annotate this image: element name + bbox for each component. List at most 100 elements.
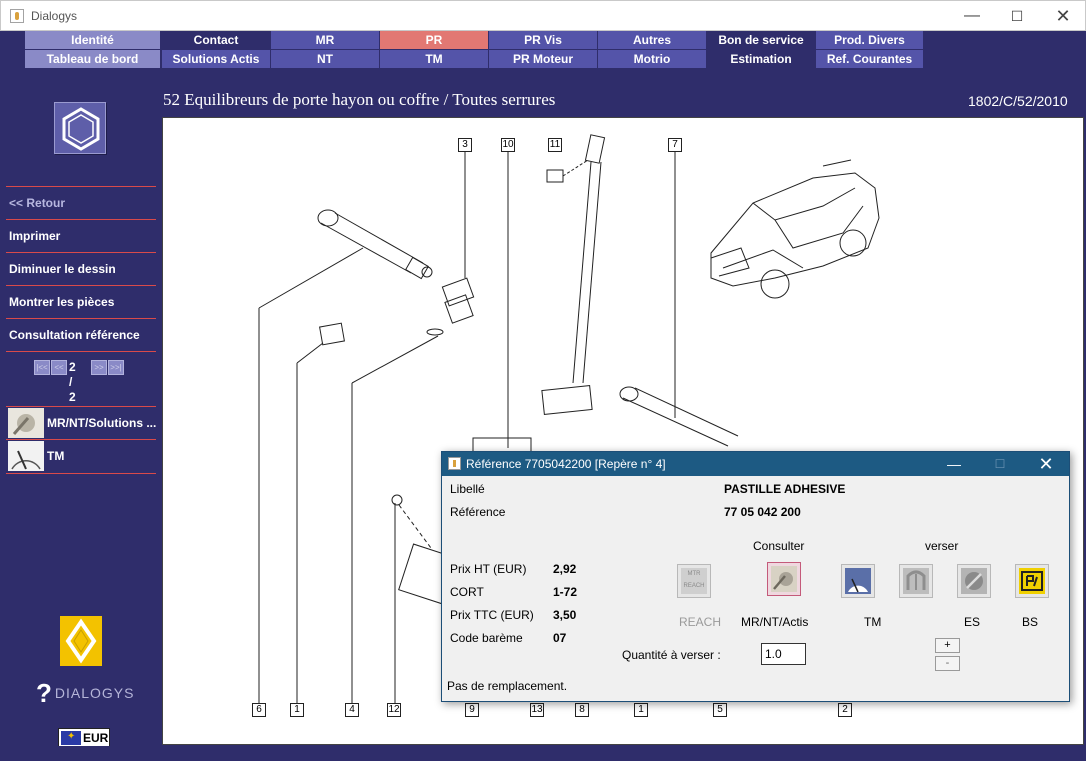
price-ttc-label: Prix TTC (EUR) xyxy=(450,608,534,622)
tools-icon xyxy=(961,568,987,594)
nav-pr-vis[interactable]: PR Vis xyxy=(489,31,597,49)
nav-mr[interactable]: MR xyxy=(271,31,379,49)
menu-divider xyxy=(6,473,156,474)
module-label: MR/NT/Solutions ... xyxy=(47,416,157,430)
mechanic-icon xyxy=(771,566,797,592)
cort-value: 1-72 xyxy=(553,585,578,599)
minimize-icon[interactable]: — xyxy=(947,456,961,472)
module-mr-nt-solutions[interactable]: MR/NT/Solutions ... xyxy=(7,407,156,439)
hex-bolt-logo-icon xyxy=(54,102,106,154)
bs-caption: BS xyxy=(1022,615,1039,629)
dialogys-brand: ?DIALOGYS xyxy=(36,678,135,708)
last-page-button[interactable]: >>| xyxy=(108,360,124,375)
callout-5[interactable]: 5 xyxy=(713,703,727,717)
menu-divider xyxy=(6,406,156,407)
quantity-increment-button[interactable]: + xyxy=(935,638,960,653)
reach-icon: MTR REACH xyxy=(681,568,707,594)
nav-pr[interactable]: PR xyxy=(380,31,488,49)
module-label: TM xyxy=(47,449,65,463)
nav-pr-moteur[interactable]: PR Moteur xyxy=(489,50,597,68)
mechanic-thumb-icon xyxy=(8,408,44,438)
nav-solutions-actis[interactable]: Solutions Actis xyxy=(162,50,270,68)
bs-logo-icon xyxy=(1019,568,1045,594)
callout-1b[interactable]: 1 xyxy=(634,703,648,717)
next-page-button[interactable]: >> xyxy=(91,360,107,375)
page-code: 1802/C/52/2010 xyxy=(968,93,1068,109)
callout-11[interactable]: 11 xyxy=(548,138,562,152)
nav-autres[interactable]: Autres xyxy=(598,31,706,49)
help-icon: ? xyxy=(36,678,53,708)
nav-prod-divers[interactable]: Prod. Divers xyxy=(816,31,923,49)
nav-tm[interactable]: TM xyxy=(380,50,488,68)
shrink-drawing-button[interactable]: Diminuer le dessin xyxy=(9,262,116,276)
module-tm[interactable]: TM xyxy=(7,440,156,472)
status-strip xyxy=(0,746,1086,761)
clock-gauge-icon xyxy=(845,568,871,594)
nav-identite[interactable]: Identité xyxy=(25,31,160,49)
menu-divider xyxy=(6,252,156,253)
first-page-button[interactable]: |<< xyxy=(34,360,50,375)
clock-gauge-icon xyxy=(8,441,44,471)
show-parts-button[interactable]: Montrer les pièces xyxy=(9,295,115,309)
mr-nt-actis-caption: MR/NT/Actis xyxy=(741,615,809,629)
maximize-icon[interactable]: ☐ xyxy=(1010,8,1024,24)
mr-nt-actis-button[interactable] xyxy=(767,562,801,596)
quantity-label: Quantité à verser : xyxy=(622,648,721,662)
nav-motrio[interactable]: Motrio xyxy=(598,50,706,68)
callout-9[interactable]: 9 xyxy=(465,703,479,717)
nav-bon-de-service[interactable]: Bon de service xyxy=(707,31,815,49)
callout-2[interactable]: 2 xyxy=(838,703,852,717)
callout-6[interactable]: 6 xyxy=(252,703,266,717)
close-icon[interactable]: ✕ xyxy=(1038,454,1054,474)
callout-4[interactable]: 4 xyxy=(345,703,359,717)
menu-divider xyxy=(6,219,156,220)
callout-8[interactable]: 8 xyxy=(575,703,589,717)
sidebar: << Retour Imprimer Diminuer le dessin Mo… xyxy=(0,72,160,761)
renault-logo-icon xyxy=(60,616,102,666)
menu-divider xyxy=(6,318,156,319)
close-icon[interactable]: ✕ xyxy=(1055,6,1071,26)
callout-13[interactable]: 13 xyxy=(530,703,544,717)
nav-contact[interactable]: Contact xyxy=(162,31,270,49)
nav-tableau-de-bord[interactable]: Tableau de bord xyxy=(25,50,160,68)
window-titlebar: Dialogys — ☐ ✕ xyxy=(0,0,1086,31)
price-ht-label: Prix HT (EUR) xyxy=(450,562,527,576)
callout-10[interactable]: 10 xyxy=(501,138,515,152)
callout-3[interactable]: 3 xyxy=(458,138,472,152)
nav-estimation[interactable]: Estimation xyxy=(707,50,815,68)
top-nav: Identité Contact MR PR PR Vis Autres Bon… xyxy=(25,31,925,69)
menu-divider xyxy=(6,439,156,440)
tm-caption: TM xyxy=(864,615,882,629)
libelle-value: PASTILLE ADHESIVE xyxy=(724,482,846,496)
nav-nt[interactable]: NT xyxy=(271,50,379,68)
es-button[interactable] xyxy=(957,564,991,598)
tm-button[interactable] xyxy=(841,564,875,598)
maximize-icon: ☐ xyxy=(994,457,1006,471)
dialog-title: Référence 7705042200 [Repère n° 4] xyxy=(466,457,666,471)
window-title: Dialogys xyxy=(31,9,78,23)
minimize-icon[interactable]: — xyxy=(964,7,980,24)
quantity-decrement-button[interactable]: - xyxy=(935,656,960,671)
menu-divider xyxy=(6,186,156,187)
bs-button[interactable] xyxy=(1015,564,1049,598)
consulter-heading: Consulter xyxy=(753,539,805,553)
callout-7[interactable]: 7 xyxy=(668,138,682,152)
prev-page-button[interactable]: << xyxy=(51,360,67,375)
back-button[interactable]: << Retour xyxy=(9,196,66,210)
print-button[interactable]: Imprimer xyxy=(9,229,61,243)
currency-badge[interactable]: EUR xyxy=(58,728,110,748)
reference-lookup-button[interactable]: Consultation référence xyxy=(9,328,140,342)
app-icon xyxy=(448,457,461,470)
callout-1[interactable]: 1 xyxy=(290,703,304,717)
menu-divider xyxy=(6,351,156,352)
es-caption: ES xyxy=(964,615,981,629)
exploded-view-drawing xyxy=(258,134,880,703)
reference-label: Référence xyxy=(450,505,506,519)
page-title: 52 Equilibreurs de porte hayon ou coffre… xyxy=(163,90,556,109)
quantity-input[interactable]: 1.0 xyxy=(761,643,806,665)
reach-button: MTR REACH xyxy=(677,564,711,598)
nav-ref-courantes[interactable]: Ref. Courantes xyxy=(816,50,923,68)
price-ttc-value: 3,50 xyxy=(553,608,577,622)
page-indicator: 2 / 2 xyxy=(69,360,76,404)
callout-12[interactable]: 12 xyxy=(387,703,401,717)
